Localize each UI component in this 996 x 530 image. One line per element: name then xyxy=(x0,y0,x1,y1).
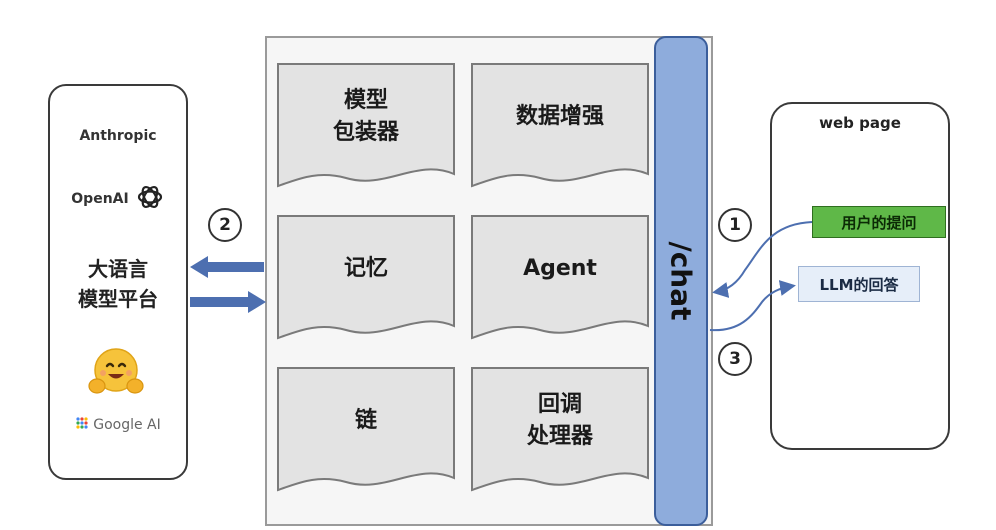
arrow-to-center xyxy=(190,291,266,313)
llm-platforms-panel: Anthropic OpenAI 大语言 模型平台 xyxy=(48,84,188,480)
user-question-box: 用户的提问 xyxy=(812,206,946,238)
step-1-badge: 1 xyxy=(718,208,752,242)
llm-answer-box: LLM的回答 xyxy=(798,266,920,302)
module-label: 记忆 xyxy=(343,256,388,281)
arrow-to-providers xyxy=(190,256,264,278)
document-shape-icon xyxy=(277,367,455,492)
platform-line-2: 模型平台 xyxy=(78,287,158,311)
step-2-badge: 2 xyxy=(208,208,242,242)
module-card: Agent xyxy=(470,214,650,344)
google-ai-row: Google AI xyxy=(50,416,186,434)
module-card: 记忆 xyxy=(276,214,456,344)
openai-row: OpenAI xyxy=(50,182,186,216)
module-label: 数据增强 xyxy=(515,104,604,129)
platform-line-1: 大语言 xyxy=(88,257,148,281)
module-card: 回调 处理器 xyxy=(470,366,650,496)
module-label: 链 xyxy=(354,408,377,433)
hugging-face-emoji-icon xyxy=(88,346,144,398)
google-ai-sparkle-icon xyxy=(75,416,89,434)
document-shape-icon xyxy=(277,215,455,340)
module-label: Agent xyxy=(523,256,597,281)
document-shape-icon xyxy=(471,215,649,340)
module-label: 回调 处理器 xyxy=(526,392,593,449)
module-card: 链 xyxy=(276,366,456,496)
module-card: 数据增强 xyxy=(470,62,650,192)
llm-platform-title: 大语言 模型平台 xyxy=(50,254,186,314)
openai-label: OpenAI xyxy=(71,191,129,207)
module-card: 模型 包装器 xyxy=(276,62,456,192)
web-page-title: web page xyxy=(819,114,901,132)
chat-endpoint-label: /chat xyxy=(664,241,698,321)
document-shape-icon xyxy=(471,367,649,492)
module-label: 模型 包装器 xyxy=(332,88,399,145)
chat-endpoint-bar: /chat xyxy=(654,36,708,526)
document-shape-icon xyxy=(471,63,649,188)
document-shape-icon xyxy=(277,63,455,188)
google-ai-label: Google AI xyxy=(93,417,161,433)
step-3-badge: 3 xyxy=(718,342,752,376)
anthropic-label: Anthropic xyxy=(79,128,157,144)
openai-knot-icon xyxy=(135,182,165,216)
